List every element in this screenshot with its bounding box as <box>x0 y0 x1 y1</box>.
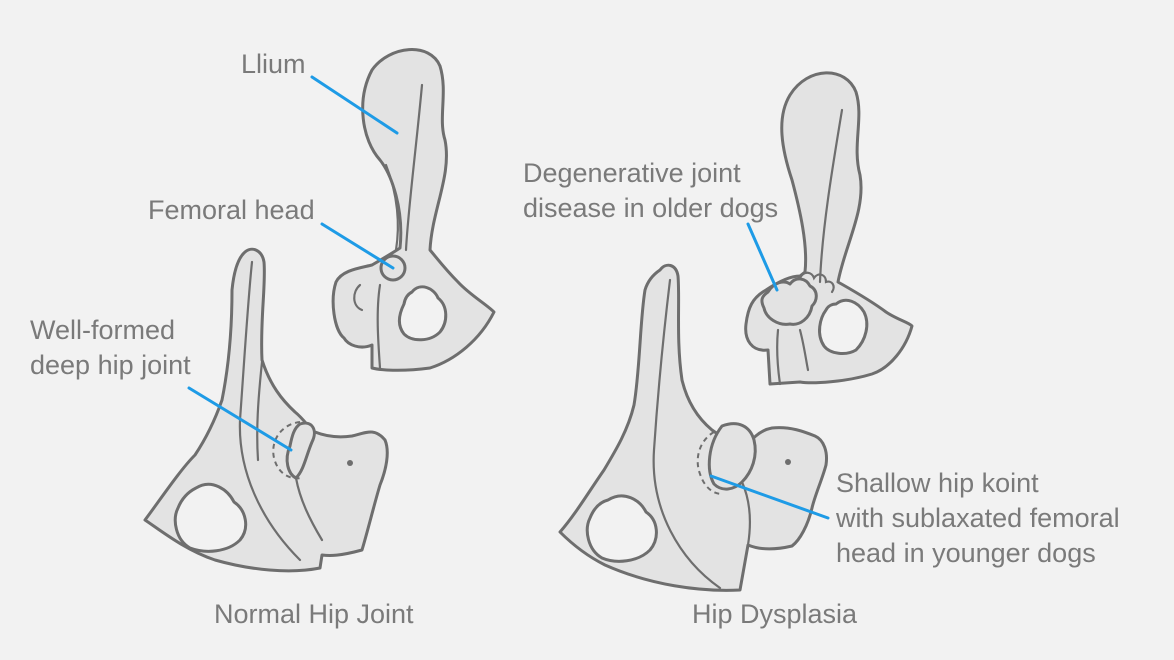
caption-normal-hip-joint: Normal Hip Joint <box>214 599 414 629</box>
normal-ilium-bone <box>331 48 496 372</box>
label-degenerative-line-1: Degenerative joint <box>523 158 741 188</box>
label-ilium: Llium <box>241 49 306 79</box>
well-formed-leader-line <box>187 386 293 452</box>
label-shallow-line-1: Shallow hip koint <box>836 468 1039 498</box>
femoral-head-leader-line <box>320 222 395 270</box>
dysplasia-obturator-hole <box>818 298 869 355</box>
ilium-leader-line <box>310 75 399 135</box>
label-shallow: Shallow hip koint with sublaxated femora… <box>836 466 1120 571</box>
label-shallow-line-2: with sublaxated femoral <box>836 503 1120 533</box>
label-degenerative-line-2: disease in older dogs <box>523 193 779 223</box>
shallow-leader-line <box>709 474 830 520</box>
dysplasia-shallow-socket-outline <box>696 431 723 495</box>
label-well-formed-line-2: deep hip joint <box>30 350 191 380</box>
dysplasia-pelvis-hole <box>585 494 658 563</box>
dysplasia-osteophytes <box>798 271 835 294</box>
dysplasia-hip-frontal-view <box>558 263 828 592</box>
degenerative-leader-line <box>746 222 779 292</box>
label-degenerative: Degenerative joint disease in older dogs <box>523 156 778 226</box>
normal-pelvis-hole <box>173 482 248 553</box>
label-femoral-head: Femoral head <box>148 195 315 225</box>
normal-hip-frontal-view <box>143 247 389 573</box>
label-shallow-line-3: head in younger dogs <box>836 538 1096 568</box>
label-well-formed: Well-formed deep hip joint <box>30 313 191 383</box>
dysplasia-hip-lateral-view <box>744 71 914 386</box>
label-well-formed-line-1: Well-formed <box>30 315 176 345</box>
normal-obturator-hole <box>397 285 448 342</box>
normal-hip-lateral-view <box>331 48 496 372</box>
caption-hip-dysplasia: Hip Dysplasia <box>692 599 858 629</box>
